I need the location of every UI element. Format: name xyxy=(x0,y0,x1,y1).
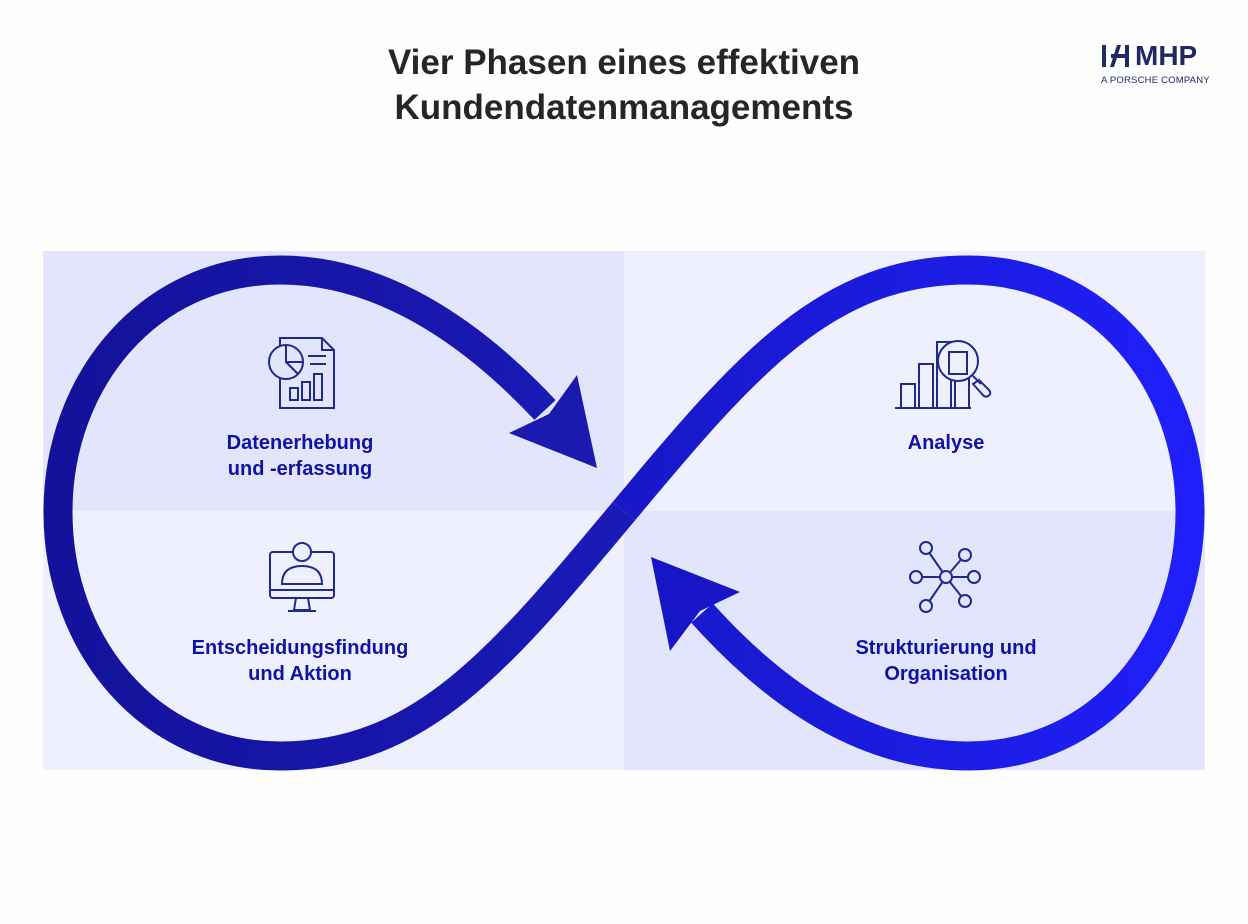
loop-right-path xyxy=(612,255,1205,771)
title-line-2: Kundendatenmanagements xyxy=(394,88,854,127)
arrow-head-bottom xyxy=(651,557,740,651)
phase-entscheidung-line1: Entscheidungsfindung xyxy=(191,637,409,659)
network-nodes-icon xyxy=(909,541,981,613)
phase-label-strukturierung: Strukturierung und Organisation xyxy=(806,635,1086,687)
phase-label-analyse: Analyse xyxy=(806,430,1086,456)
report-chart-icon xyxy=(268,337,335,409)
phase-entscheidung-line2: und Aktion xyxy=(248,663,352,685)
title-line-1: Vier Phasen eines effektiven xyxy=(387,43,861,82)
phase-datenerhebung-line2: und -erfassung xyxy=(227,458,373,480)
phase-label-entscheidung: Entscheidungsfindung und Aktion xyxy=(160,635,440,687)
mhp-logo-mark-icon xyxy=(1102,45,1129,67)
logo-wordmark: MHP xyxy=(1135,40,1198,71)
page-title: Vier Phasen eines effektiven Kundendaten… xyxy=(0,40,1248,130)
mhp-logo: MHP A PORSCHE COMPANY xyxy=(1101,40,1211,92)
phase-strukturierung-line1: Strukturierung und xyxy=(855,637,1037,659)
logo-subline: A PORSCHE COMPANY xyxy=(1101,75,1210,86)
phase-analyse-line1: Analyse xyxy=(907,432,985,454)
phase-strukturierung-line2: Organisation xyxy=(884,663,1008,685)
loop-left-path xyxy=(43,255,636,771)
arrow-head-top xyxy=(509,375,597,468)
phase-datenerhebung-line1: Datenerhebung xyxy=(226,432,374,454)
bar-chart-magnifier-icon xyxy=(895,340,992,409)
phase-label-datenerhebung: Datenerhebung und -erfassung xyxy=(160,430,440,482)
monitor-user-icon xyxy=(269,542,335,612)
